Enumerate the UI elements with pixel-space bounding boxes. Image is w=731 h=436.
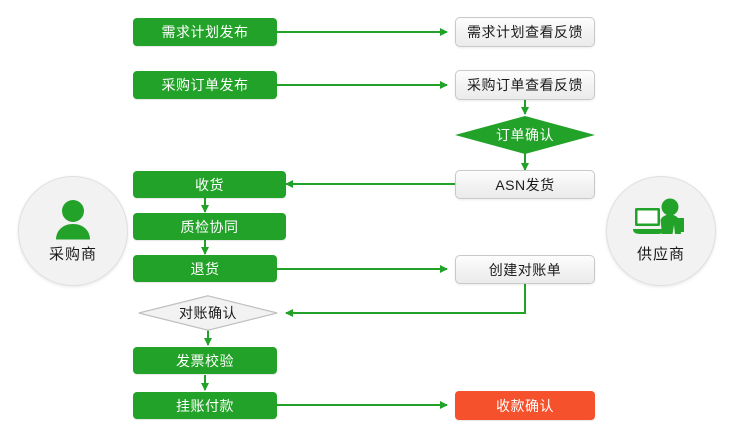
node-po-publish[interactable]: 采购订单发布: [133, 71, 277, 99]
node-statement-confirm-label: 对账确认: [179, 305, 237, 321]
node-demand-plan-feedback[interactable]: 需求计划查看反馈: [455, 17, 595, 47]
node-receipt-confirm-label: 收款确认: [496, 397, 554, 414]
node-po-publish-label: 采购订单发布: [161, 77, 249, 93]
node-payable-payment[interactable]: 挂账付款: [133, 392, 277, 419]
node-receive-goods[interactable]: 收货: [133, 171, 286, 198]
wire-createstatement-to-statementconfirm: [285, 284, 526, 317]
person-computer-icon: [633, 198, 684, 234]
node-create-statement-label: 创建对账单: [488, 261, 562, 278]
node-demand-plan-publish[interactable]: 需求计划发布: [133, 18, 277, 46]
node-order-confirm[interactable]: 订单确认: [455, 116, 595, 154]
diamond-shape-grey: [138, 295, 278, 331]
node-po-feedback-label: 采购订单查看反馈: [467, 77, 583, 93]
node-receipt-confirm[interactable]: 收款确认: [455, 391, 595, 420]
node-asn-ship-label: ASN发货: [495, 176, 555, 193]
actor-supplier-label: 供应商: [636, 246, 685, 263]
node-return-goods-label: 退货: [190, 260, 220, 277]
node-asn-ship[interactable]: ASN发货: [455, 170, 595, 199]
actor-buyer: 采购商: [18, 176, 128, 286]
diamond-shape-green: [455, 116, 595, 154]
node-po-feedback[interactable]: 采购订单查看反馈: [455, 70, 595, 100]
node-return-goods[interactable]: 退货: [133, 255, 277, 282]
actor-buyer-label: 采购商: [48, 246, 97, 263]
actor-supplier: 供应商: [606, 176, 716, 286]
node-invoice-verify-label: 发票校验: [176, 352, 234, 369]
person-icon: [56, 200, 90, 240]
node-create-statement[interactable]: 创建对账单: [455, 255, 595, 284]
node-quality-collab-label: 质检协同: [180, 218, 239, 235]
node-payable-payment-label: 挂账付款: [176, 397, 234, 414]
node-invoice-verify[interactable]: 发票校验: [133, 347, 277, 374]
node-demand-plan-feedback-label: 需求计划查看反馈: [467, 24, 583, 40]
node-receive-goods-label: 收货: [195, 176, 224, 193]
node-demand-plan-publish-label: 需求计划发布: [161, 24, 249, 40]
node-order-confirm-label: 订单确认: [496, 127, 554, 143]
node-quality-collab[interactable]: 质检协同: [133, 213, 286, 240]
node-statement-confirm[interactable]: 对账确认: [138, 295, 278, 331]
